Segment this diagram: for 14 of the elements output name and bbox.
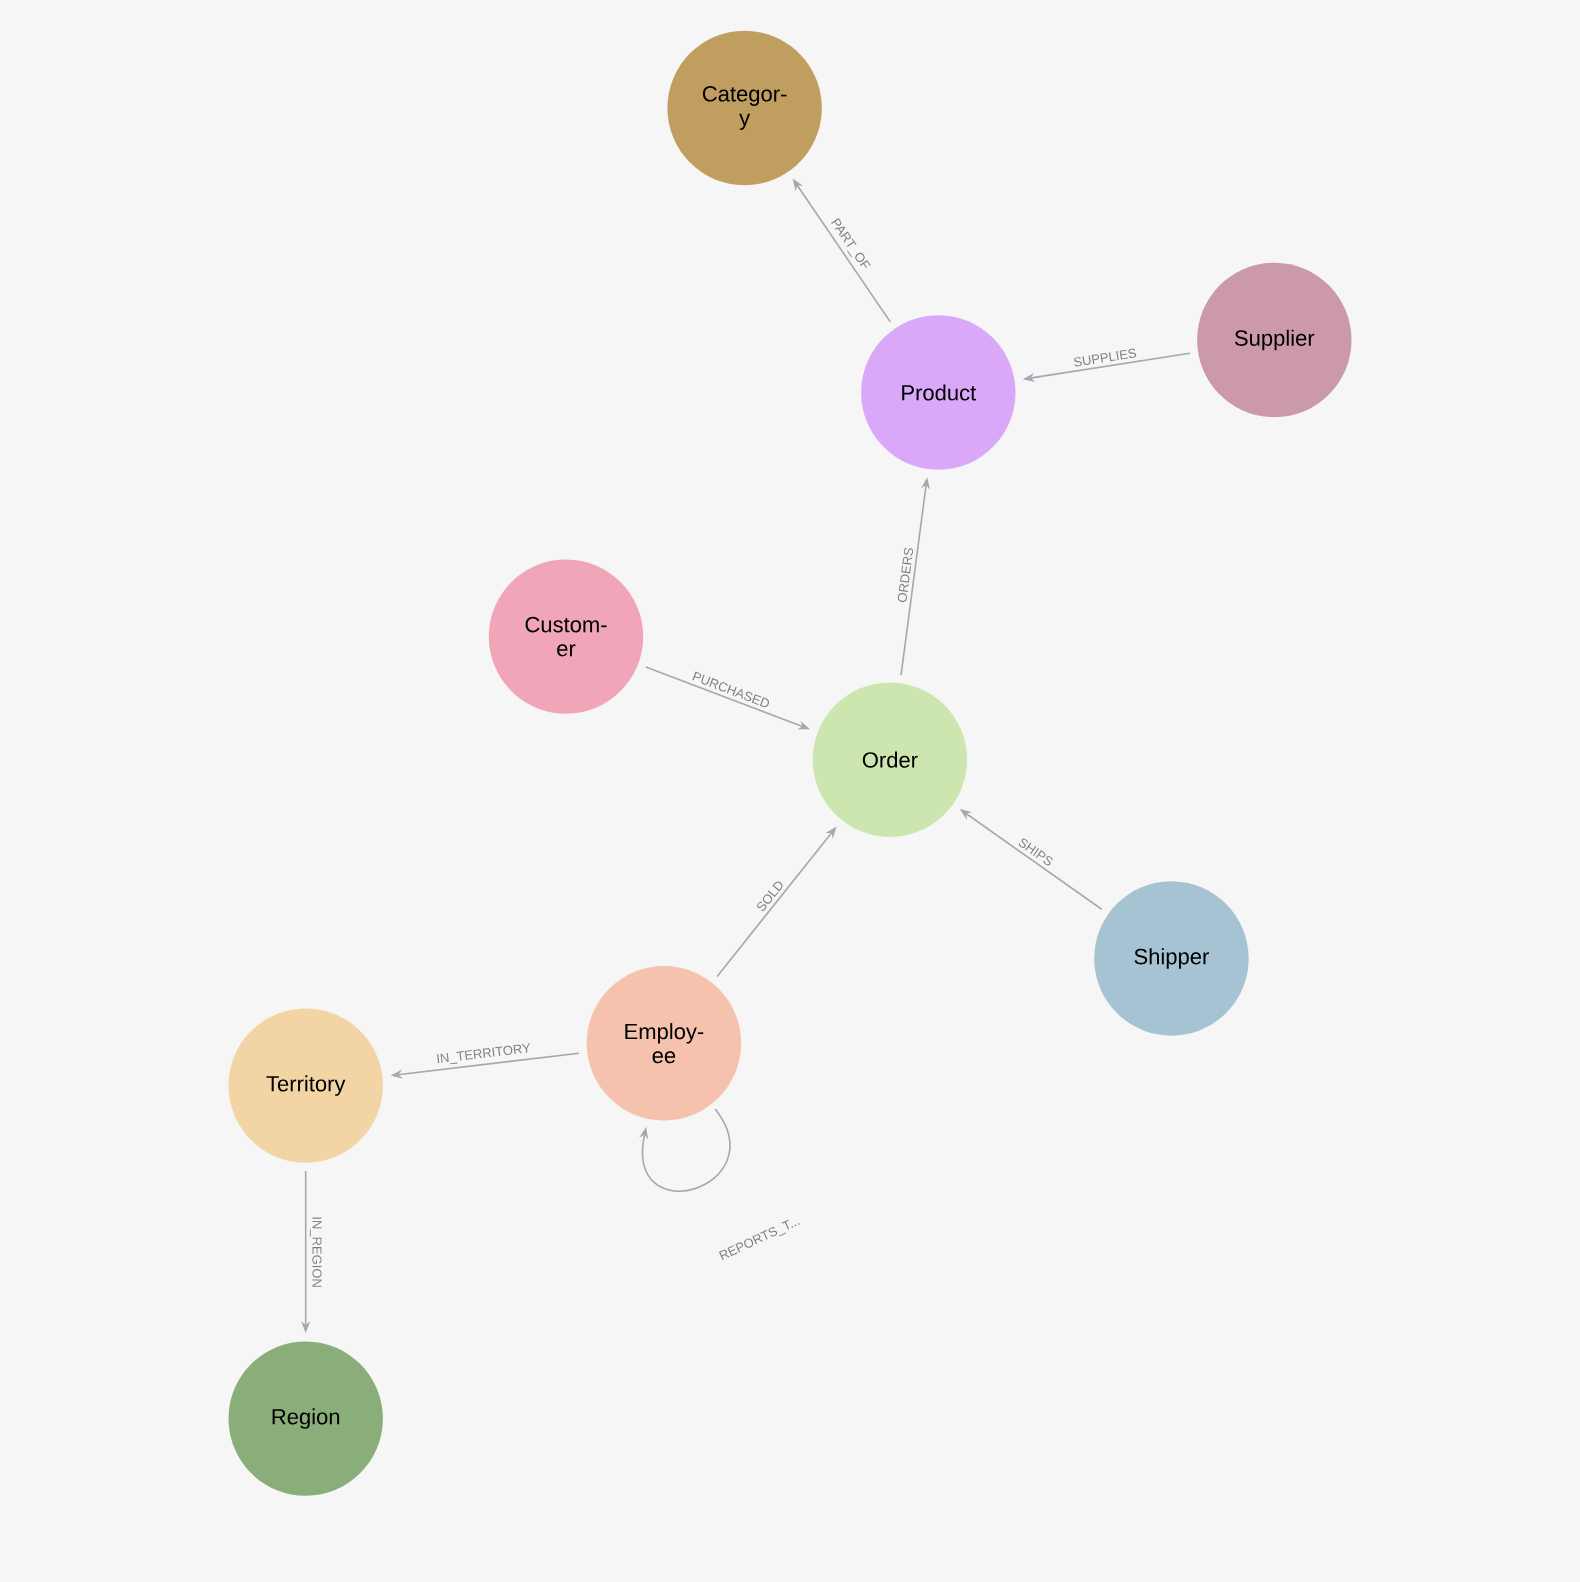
edge-label: IN_REGION [309, 1217, 322, 1287]
edge-label: SUPPLIES [1074, 348, 1137, 367]
graph-node: Custom- er [488, 559, 644, 714]
graph-node: Categor- y [667, 30, 822, 186]
edge-label: IN_TERRITORY [437, 1043, 530, 1065]
graph-node: Shipper [1094, 881, 1249, 1036]
graph-node: Employ- ee [586, 966, 742, 1121]
graph-node: Supplier [1197, 262, 1352, 418]
graph-node: Territory [228, 1008, 383, 1163]
graph-node: Region [228, 1341, 383, 1496]
edge-label: ORDERS [897, 547, 914, 602]
graph-node: Product [861, 315, 1016, 470]
self-loop-arrow [639, 1108, 731, 1192]
graph-node: Order [812, 682, 968, 837]
